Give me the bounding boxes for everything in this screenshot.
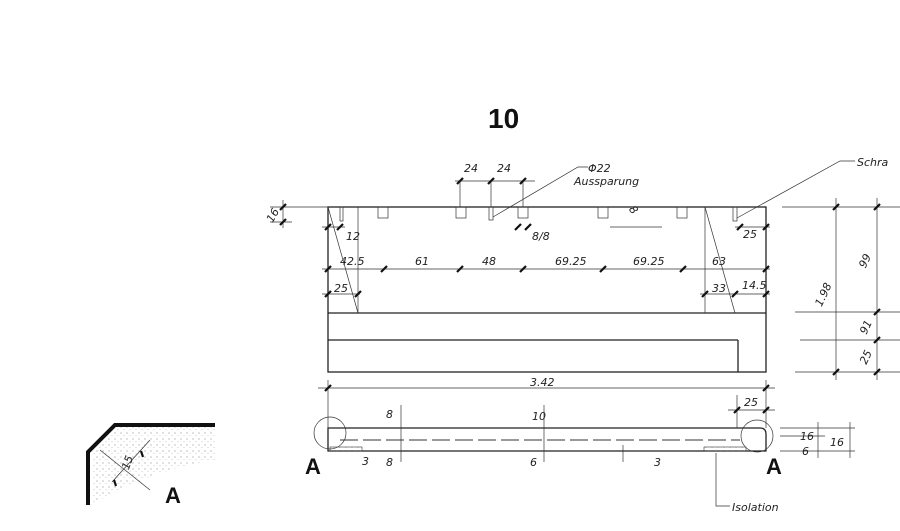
- dim-plan-right-2: 6: [802, 445, 809, 458]
- dim-row2-5: 69.25: [633, 255, 665, 268]
- dim-right-2: 91: [857, 318, 875, 336]
- detail-a: 15 A: [86, 423, 215, 508]
- dim-row3-1: 25: [334, 282, 348, 295]
- dim-row1-3: 25: [743, 228, 757, 241]
- dim-plan-bottom-2: 8: [386, 456, 393, 469]
- callout-bore: Φ22: [588, 162, 611, 175]
- dim-plan-top-2: 10: [532, 410, 546, 423]
- section-marker-left: A: [305, 454, 321, 479]
- section-marker-right: A: [766, 454, 782, 479]
- dim-row2-4: 69.25: [555, 255, 587, 268]
- dim-row1-1: 12: [346, 230, 360, 243]
- dim-right-1: 99: [856, 252, 874, 270]
- callout-recess: Aussparung: [573, 175, 639, 188]
- dim-row2-2: 61: [415, 255, 429, 268]
- callout-screw: Schra: [857, 156, 889, 169]
- callout-insulation: Isolation: [732, 501, 779, 514]
- dim-plan-right-1: 16: [800, 430, 814, 443]
- notches: [339, 206, 738, 222]
- elevation-view: 24 24 16 12 8/8 25 8 42.5 61 48 69.25 69…: [264, 156, 900, 380]
- dim-top-1: 24: [464, 162, 478, 175]
- plan-view: 3.42 25 8 10 3 8 6 3 16 6 16 A A Isolati…: [305, 376, 855, 514]
- dim-row2-6: 63: [712, 255, 726, 268]
- dim-plan-top-1: 8: [386, 408, 393, 421]
- dim-right-total: 1.98: [812, 281, 834, 309]
- sheet-number: 10: [488, 103, 519, 134]
- dim-row3-2: 33: [712, 282, 726, 295]
- detail-dimension: 15: [119, 454, 136, 472]
- section-circle-left: [313, 416, 347, 450]
- dim-right-3: 25: [857, 348, 875, 366]
- dim-plan-bottom-3: 6: [530, 456, 537, 469]
- section-circle-right: [740, 419, 774, 453]
- dim-row3-3: 14.5: [742, 279, 767, 292]
- dim-plan-right-3: 16: [830, 436, 844, 449]
- dim-row2-3: 48: [482, 255, 496, 268]
- dim-plan-length: 3.42: [530, 376, 555, 389]
- dim-plan-bottom-1: 3: [362, 455, 369, 468]
- dim-plan-end: 25: [744, 396, 758, 409]
- dim-row1-2: 8/8: [532, 230, 550, 243]
- dim-plan-bottom-4: 3: [654, 456, 661, 469]
- detail-label: A: [165, 483, 181, 508]
- dim-row2-1: 42.5: [340, 255, 365, 268]
- dimension-ticks: [279, 177, 770, 298]
- dim-notch-depth: 8: [626, 203, 640, 217]
- dim-top-2: 24: [497, 162, 511, 175]
- dim-left-height: 16: [264, 206, 282, 225]
